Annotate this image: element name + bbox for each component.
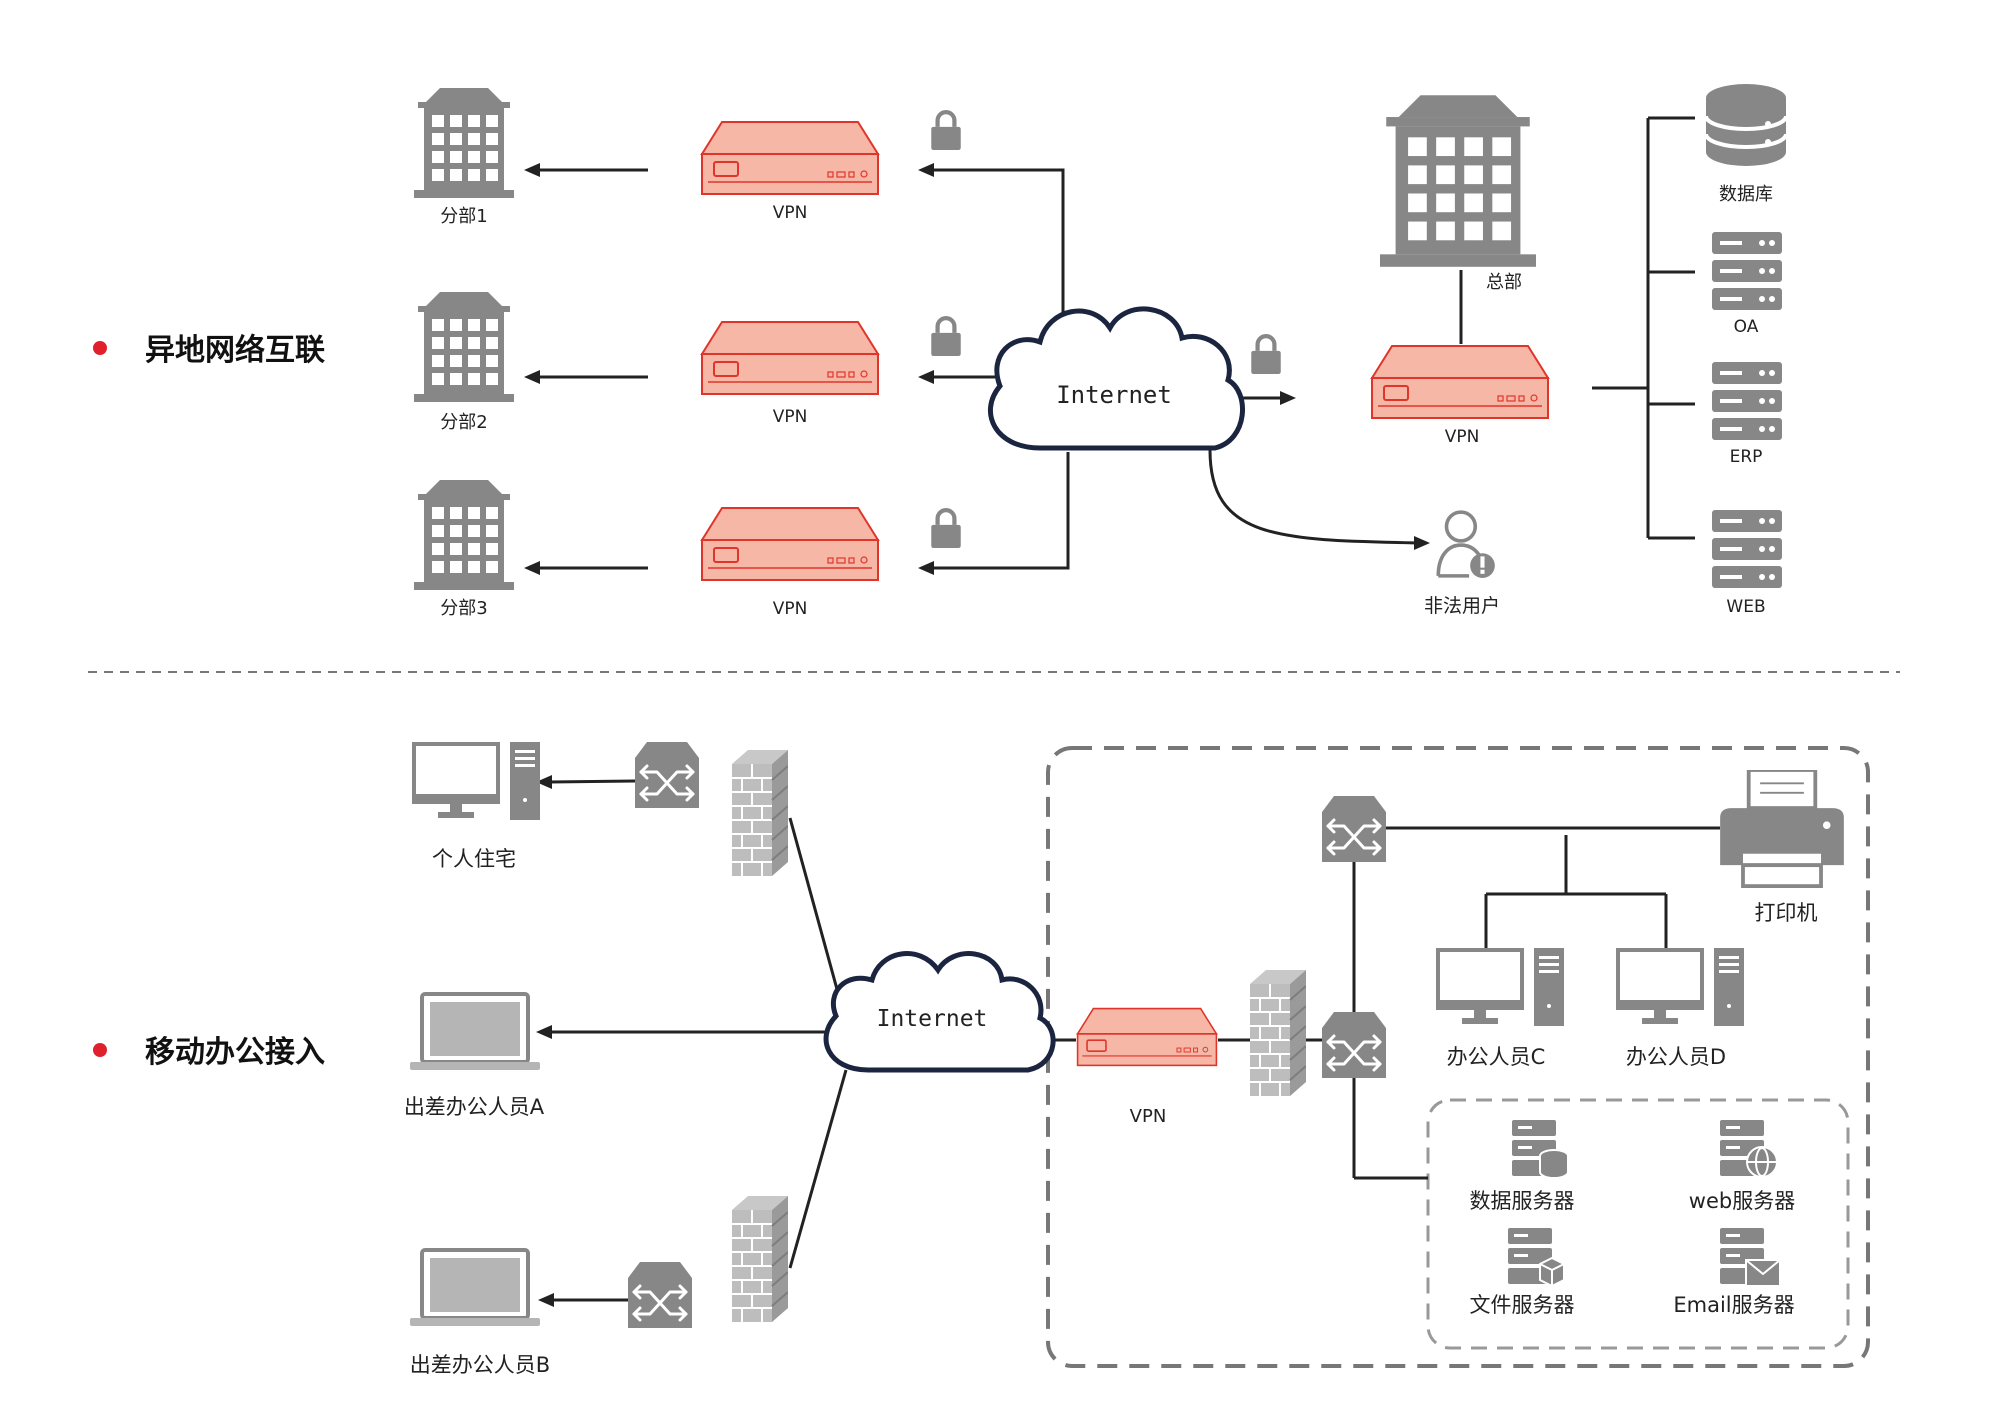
office-core-switch-icon xyxy=(1322,796,1386,862)
travel-a-label: 出差办公人员A xyxy=(404,1095,545,1119)
lock-icon xyxy=(931,318,960,356)
database-icon xyxy=(1706,84,1786,166)
web-label: WEB xyxy=(1726,597,1765,617)
office-edge-switch-icon xyxy=(1322,1012,1386,1078)
vpn2-device-icon xyxy=(701,321,879,395)
staff-d-desktop-icon xyxy=(1616,948,1746,1028)
travel-b-label: 出差办公人员B xyxy=(410,1353,550,1377)
db-server-icon xyxy=(1512,1120,1569,1179)
db-server-label: 数据服务器 xyxy=(1470,1189,1575,1213)
bullet-icon xyxy=(93,341,107,355)
lock-icon xyxy=(1251,336,1280,374)
email-server-icon xyxy=(1720,1228,1781,1287)
oa-label: OA xyxy=(1734,317,1759,337)
bottom-arrowheads xyxy=(536,775,554,1307)
internet-cloud-icon xyxy=(987,306,1245,451)
office-firewall-icon xyxy=(1250,970,1306,1096)
vpn3-device-icon xyxy=(701,507,879,581)
staff-c-label: 办公人员C xyxy=(1447,1045,1546,1069)
database-label: 数据库 xyxy=(1719,184,1773,205)
branch1-label: 分部1 xyxy=(440,206,487,227)
top-links xyxy=(538,116,1695,570)
home-desktop-icon xyxy=(412,742,542,822)
internet-label: Internet xyxy=(1056,381,1172,409)
printer-label: 打印机 xyxy=(1755,901,1818,925)
hq-vpn-device-icon xyxy=(1371,345,1549,419)
vpn3-label: VPN xyxy=(773,599,808,619)
printer-icon xyxy=(1720,770,1844,888)
web-server-icon-globe xyxy=(1720,1120,1778,1178)
home-switch-icon xyxy=(635,742,699,808)
branch3-building-icon xyxy=(414,480,514,590)
vpn2-label: VPN xyxy=(773,407,808,427)
top-arrowheads xyxy=(524,163,1430,575)
section-title-mobile: 移动办公接入 xyxy=(145,1035,325,1070)
server-zone-boundary xyxy=(1426,1098,1850,1350)
internet-label-bottom: Internet xyxy=(877,1006,988,1032)
office-vpn-label: VPN xyxy=(1130,1106,1167,1127)
branch3-label: 分部3 xyxy=(440,598,487,619)
branch2-building-icon xyxy=(414,292,514,402)
web-server-label: web服务器 xyxy=(1689,1189,1795,1213)
lock-icon xyxy=(931,112,960,150)
hq-building-icon xyxy=(1380,95,1536,267)
lock-icon xyxy=(931,510,960,548)
travel-b-firewall-icon xyxy=(732,1196,788,1322)
vpn1-device-icon xyxy=(701,121,879,195)
travel-b-laptop-icon xyxy=(410,1248,540,1328)
erp-label: ERP xyxy=(1730,447,1763,467)
travel-a-laptop-icon xyxy=(410,992,540,1072)
staff-c-desktop-icon xyxy=(1436,948,1566,1028)
section-title-interconnect: 异地网络互联 xyxy=(145,333,325,368)
email-server-label: Email服务器 xyxy=(1673,1293,1794,1317)
travel-b-switch-icon xyxy=(628,1262,692,1328)
bullet-icon xyxy=(93,1043,107,1057)
oa-server-icon xyxy=(1712,232,1782,310)
web-server-icon xyxy=(1712,510,1782,588)
erp-server-icon xyxy=(1712,362,1782,440)
file-server-label: 文件服务器 xyxy=(1470,1293,1575,1317)
home-firewall-icon xyxy=(732,750,788,876)
file-server-icon xyxy=(1508,1228,1565,1288)
office-vpn-device-icon xyxy=(1076,1007,1218,1067)
hq-label: 总部 xyxy=(1486,272,1522,293)
hq-vpn-label: VPN xyxy=(1445,427,1480,447)
illegal-user-label: 非法用户 xyxy=(1424,595,1500,617)
branch2-label: 分部2 xyxy=(440,412,487,433)
home-label: 个人住宅 xyxy=(432,847,516,871)
internet-cloud-icon xyxy=(823,951,1056,1073)
branch1-building-icon xyxy=(414,88,514,198)
vpn1-label: VPN xyxy=(773,203,808,223)
staff-d-label: 办公人员D xyxy=(1626,1045,1726,1069)
illegal-user-icon xyxy=(1436,510,1496,580)
